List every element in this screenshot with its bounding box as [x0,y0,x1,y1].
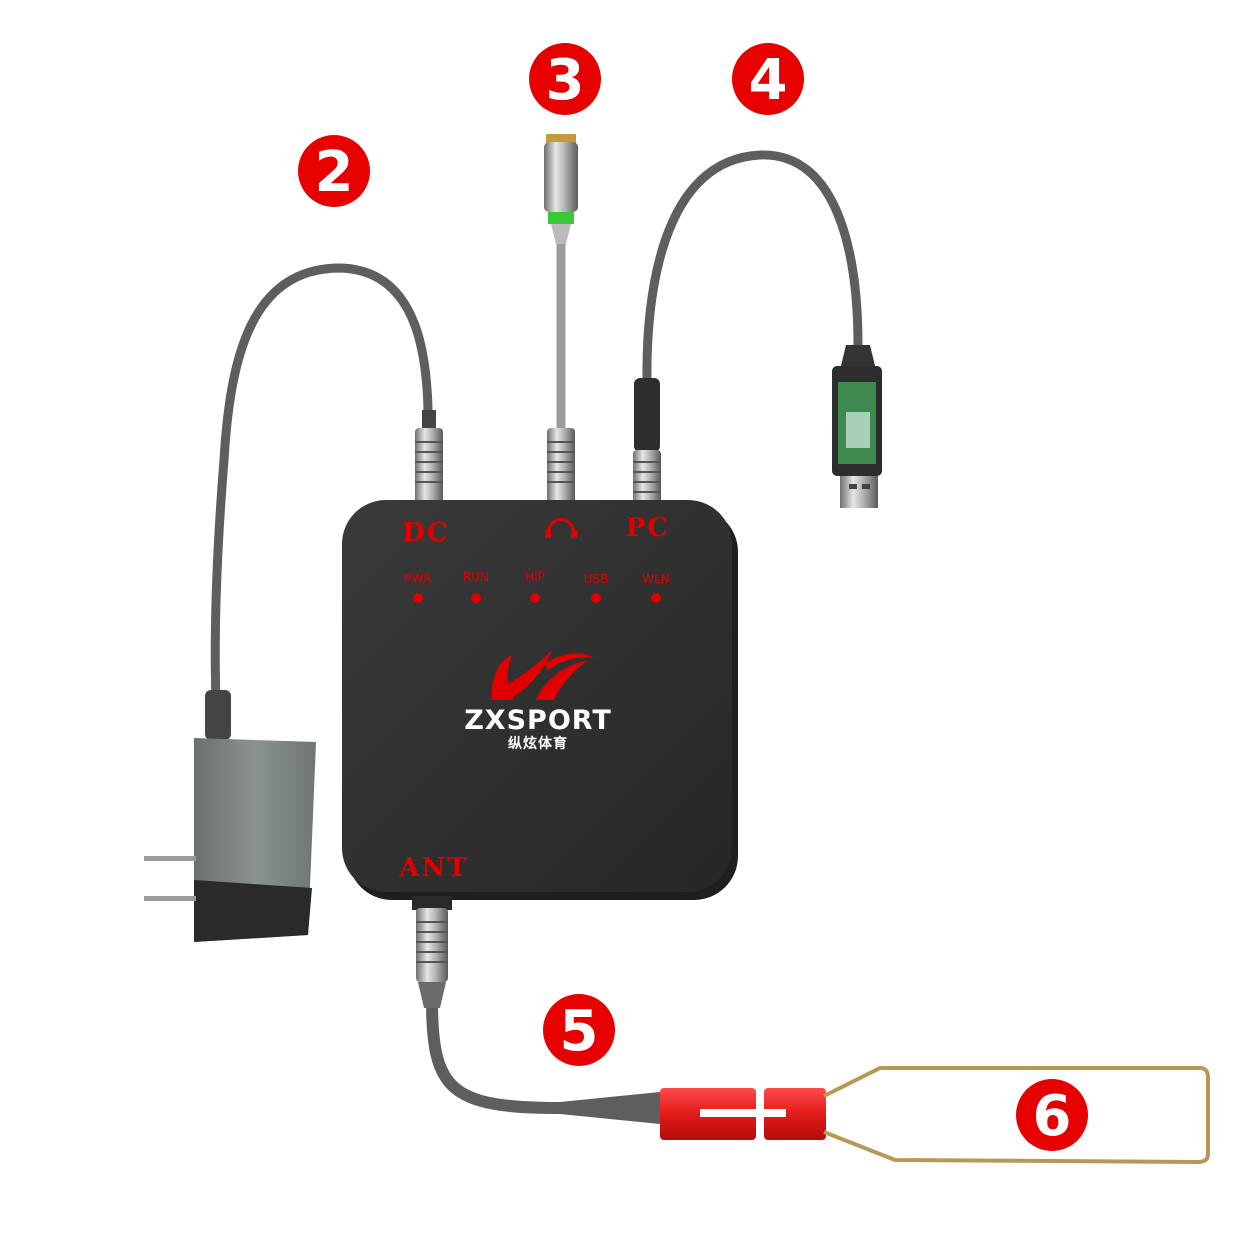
antenna-cable [426,994,611,1114]
headphone-jack [544,134,578,244]
callout-4: 4 [732,43,804,115]
led-hip [530,593,540,603]
loop-antenna [823,1066,1210,1164]
led-label-hip: HIP [525,570,545,584]
led-label-wln: WLN [642,572,670,586]
led-indicators: PWR RUN HIP USB WLN [404,570,670,603]
dc-connector [415,410,443,508]
receiver-box: DC PC PWR RUN HIP USB WLN ZXSPORT 纵炫体育 [342,500,738,900]
usb-cable [642,150,863,385]
red-plug-right [764,1088,826,1140]
callout-2: 2 [298,135,370,207]
dc-cable [210,263,433,705]
brand-subtitle: 纵炫体育 [508,735,568,752]
led-label-pwr: PWR [404,572,431,586]
red-plug-left [660,1088,756,1140]
callout-5-number: 5 [560,999,599,1064]
callout-5: 5 [543,994,615,1066]
led-pwr [413,593,423,603]
headphone-connector [547,428,575,508]
callout-2-number: 2 [315,140,354,205]
dc-power-adapter [144,690,316,942]
usb-plug [832,345,882,508]
dc-port-label: DC [402,518,449,548]
led-label-usb: USB [584,572,609,586]
led-wln [651,593,661,603]
brand-name: ZXSPORT [464,705,612,736]
led-run [471,593,481,603]
brand-logo-mark [491,650,594,700]
callout-6-number: 6 [1033,1084,1072,1149]
callout-3-number: 3 [546,48,585,113]
plug-taper [560,1092,660,1124]
led-usb [591,593,601,603]
callout-4-number: 4 [749,48,788,113]
ant-connector [412,896,452,1008]
led-label-run: RUN [463,570,489,584]
pc-port-label: PC [626,513,670,543]
callout-6: 6 [1016,1079,1088,1151]
pc-connector [633,378,661,510]
callout-3: 3 [529,43,601,115]
ant-port-label: ANT [398,853,468,883]
